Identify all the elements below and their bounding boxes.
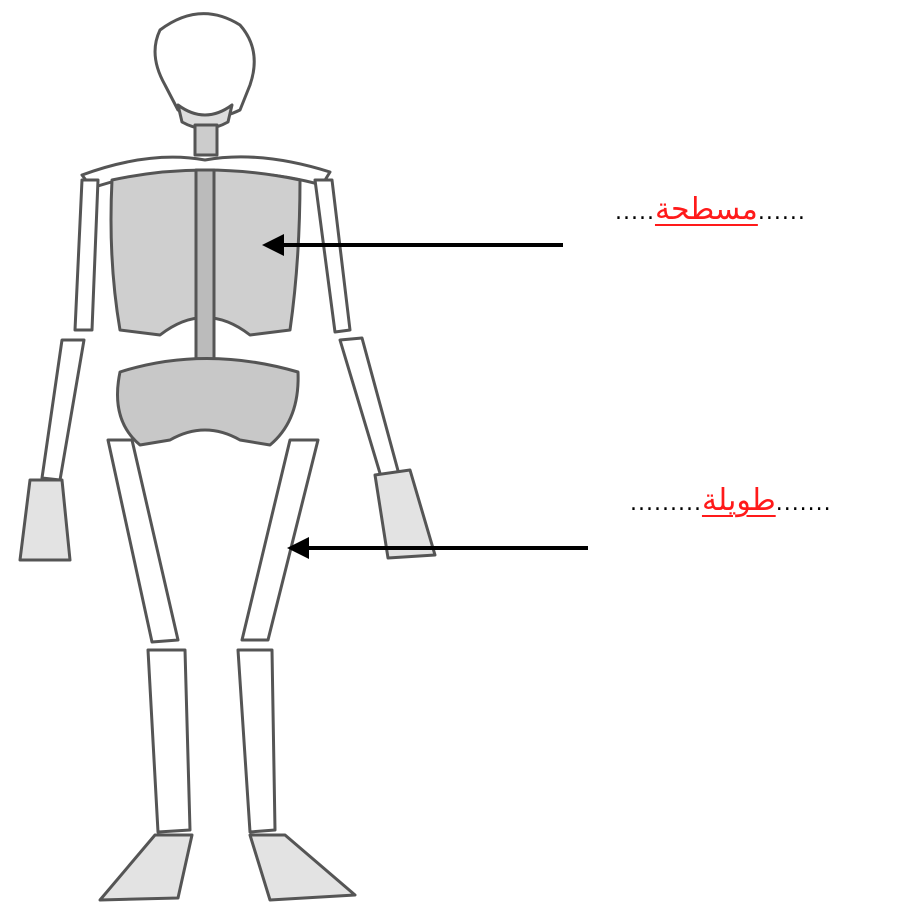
left-upper-arm — [75, 180, 98, 330]
spine — [196, 170, 214, 380]
trail-dots: ...... — [758, 202, 806, 224]
trail-dots: ....... — [776, 493, 832, 515]
left-tibia — [148, 650, 190, 832]
right-upper-arm — [315, 180, 350, 332]
left-hand — [20, 480, 70, 560]
right-tibia — [238, 650, 275, 832]
lead-dots: ......... — [630, 493, 702, 515]
skeleton-illustration — [0, 0, 520, 910]
neck — [195, 125, 217, 155]
left-foot — [100, 835, 192, 900]
right-femur — [242, 440, 318, 640]
skull — [155, 14, 254, 118]
pelvis — [118, 359, 299, 446]
right-hand — [375, 470, 435, 558]
label-long-bone: ......... طويلة ....... — [630, 486, 832, 516]
answer-flat: مسطحة — [655, 195, 758, 225]
lead-dots: ..... — [615, 202, 655, 224]
right-foot — [250, 835, 355, 900]
left-femur — [108, 440, 178, 642]
answer-long: طويلة — [702, 486, 776, 516]
left-forearm — [42, 340, 84, 480]
label-flat-bone: ..... مسطحة ...... — [615, 195, 806, 225]
right-forearm — [340, 338, 400, 480]
